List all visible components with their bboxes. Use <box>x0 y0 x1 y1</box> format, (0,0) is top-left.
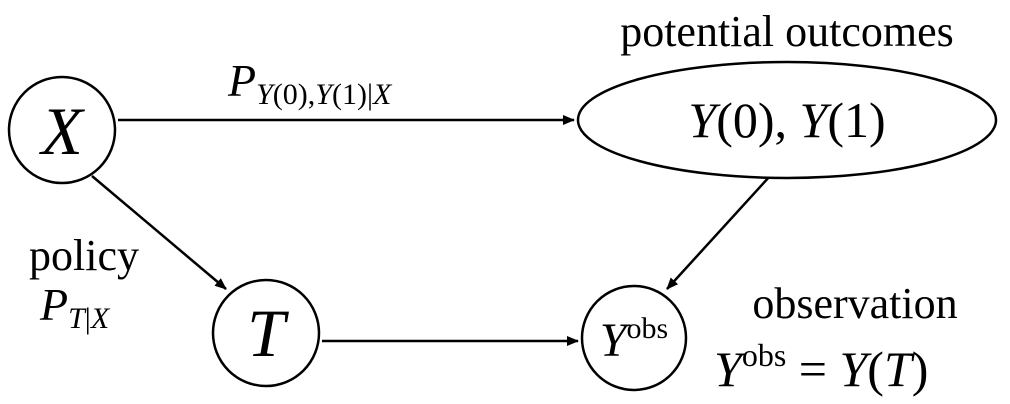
eq-lhs-superscript: obs <box>742 337 786 373</box>
edge-x-to-t <box>91 175 227 290</box>
eq-lhs-symbol: Y <box>714 341 747 397</box>
edge-label-conditional-outcomes: PY(0),Y(1)|X <box>227 55 393 111</box>
eq-rhs-arg: T <box>884 341 915 397</box>
observation-caption: observation <box>752 279 957 328</box>
policy-sub-x: X <box>90 302 111 335</box>
label-sub-y: Y <box>256 78 276 111</box>
y0-arg: (0), <box>716 92 799 148</box>
edge-label-policy-formula: PT|X <box>39 279 111 335</box>
label-sub-y2: Y <box>315 78 335 111</box>
node-x: X <box>7 75 117 185</box>
node-t: T <box>211 278 321 388</box>
policy-sub-t: T <box>68 302 87 335</box>
label-sub-x: X <box>372 78 393 111</box>
policy-p: P <box>39 279 68 330</box>
eq-rhs-close: ) <box>912 341 929 397</box>
policy-sub-bar: | <box>85 302 91 335</box>
node-yobs: Yobs <box>580 284 688 392</box>
potential-outcomes-value: Y(0), Y(1) <box>688 92 885 148</box>
eq-equals: = <box>786 341 839 397</box>
edge-label-policy-word: policy <box>29 231 139 280</box>
y1-arg: (1) <box>827 92 885 148</box>
node-potential-outcomes: Y(0), Y(1) <box>576 60 998 180</box>
edge-potential-outcomes-to-yobs <box>666 175 771 290</box>
label-sub-0: (0), <box>273 78 315 111</box>
node-t-symbol: T <box>247 295 289 371</box>
label-p: P <box>227 55 256 106</box>
observation-equation: Yobs = Y(T) <box>714 337 928 397</box>
node-yobs-label: Yobs <box>600 312 668 367</box>
label-sub-1: (1)| <box>332 78 373 111</box>
node-yobs-superscript: obs <box>627 312 669 345</box>
y0-symbol: Y <box>688 92 721 148</box>
eq-rhs-symbol: Y <box>839 341 872 397</box>
y1-symbol: Y <box>800 92 833 148</box>
node-yobs-symbol: Y <box>600 314 631 367</box>
node-x-symbol: X <box>38 93 85 169</box>
eq-rhs-open: ( <box>867 341 884 397</box>
potential-outcomes-caption: potential outcomes <box>620 7 954 56</box>
